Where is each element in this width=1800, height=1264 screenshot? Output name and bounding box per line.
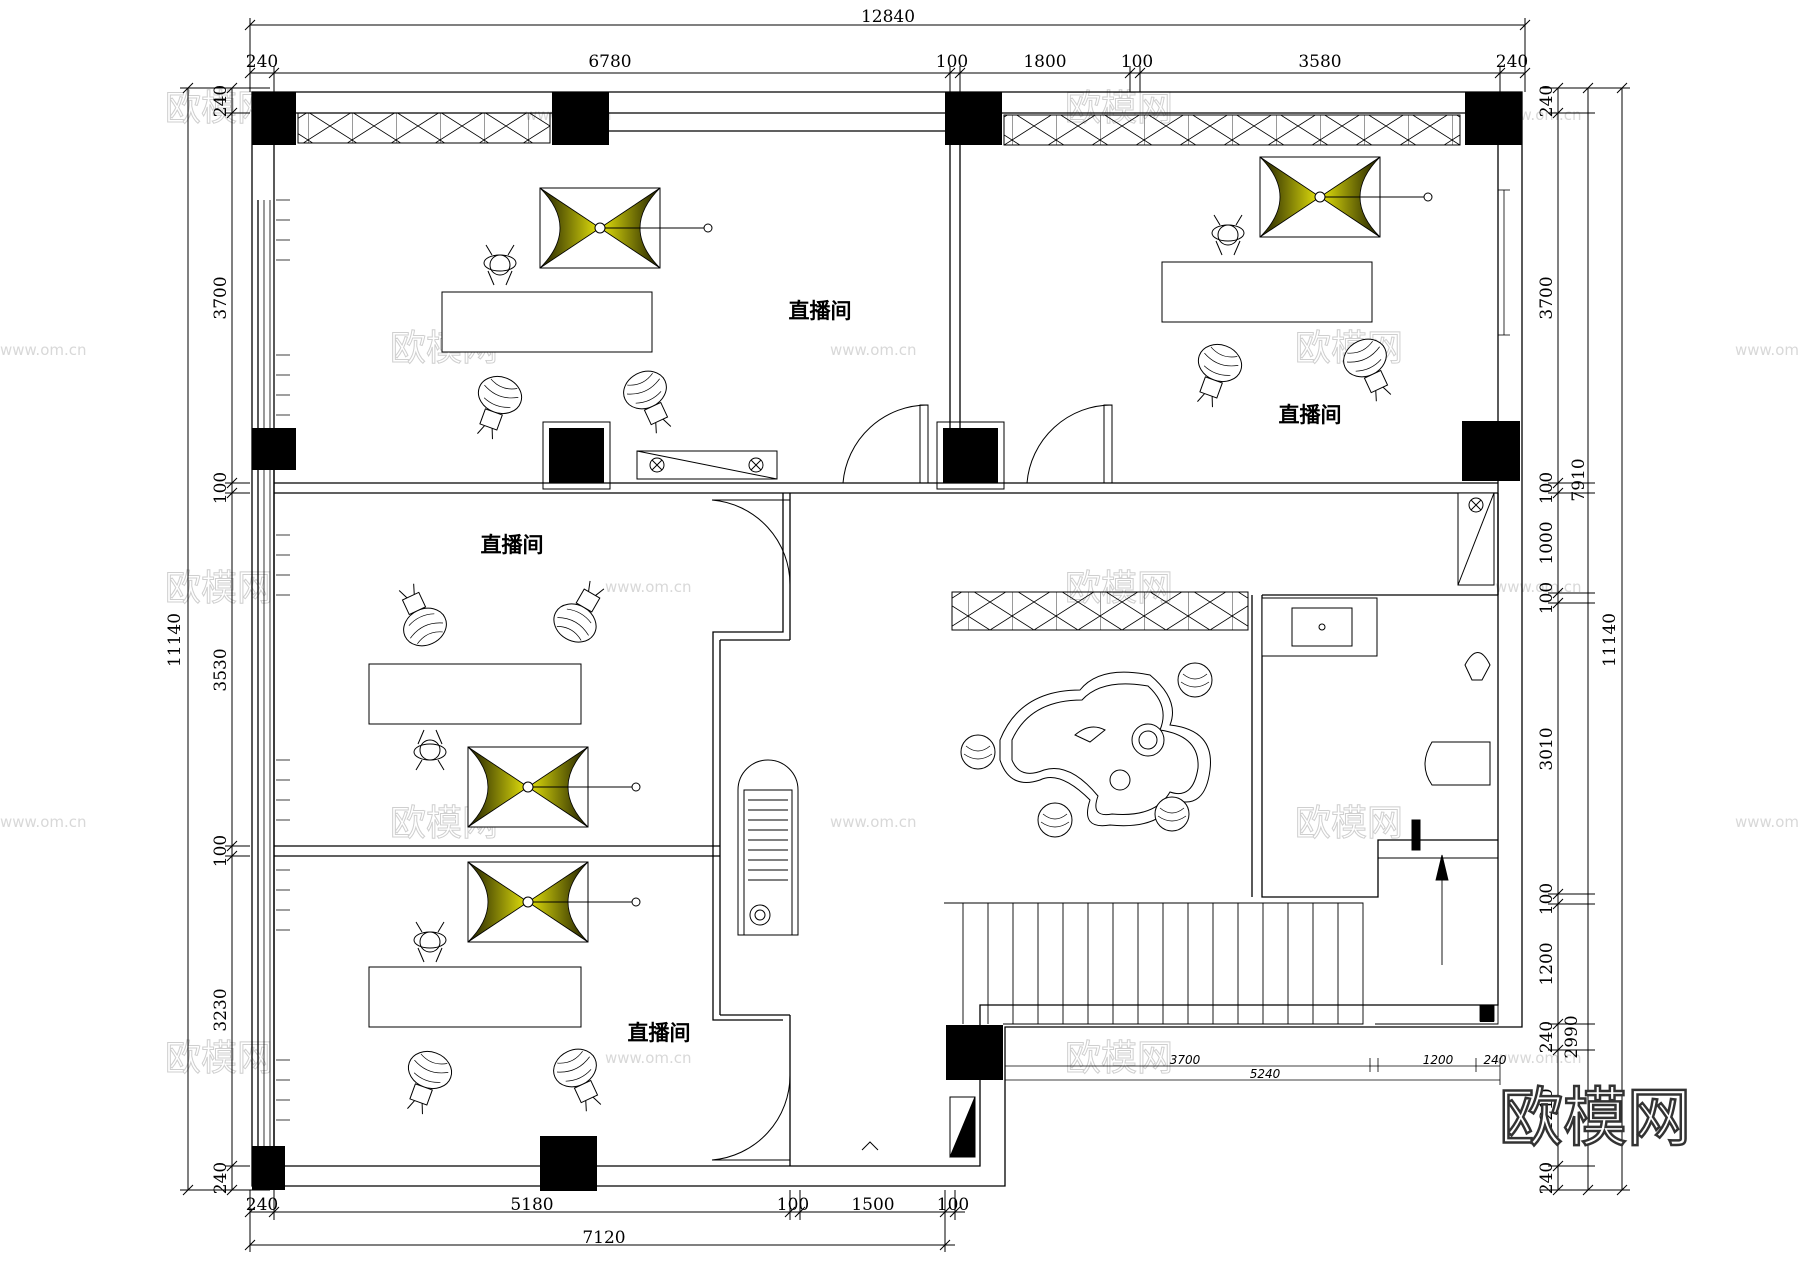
desk (368, 966, 582, 1028)
watermark-url: www.om.cn (1495, 1049, 1582, 1067)
room-label-top-right: 直播间 (1279, 403, 1342, 427)
column-outlines (542, 421, 1005, 490)
dim-right-total: 11140 (1600, 613, 1620, 667)
dim-top-seg: 240 (246, 52, 278, 72)
dim-left-seg: 240 (211, 85, 231, 117)
person-icon (413, 729, 447, 771)
room-label-bottom-left: 直播间 (628, 1021, 691, 1045)
dim-left-seg: 3530 (211, 648, 231, 691)
dim-right-seg: 2990 (1562, 1015, 1582, 1058)
chair-icon (1183, 338, 1248, 413)
dim-right-seg: 240 (1537, 1162, 1557, 1194)
dim-bottom-total: 7120 (582, 1228, 625, 1248)
dim-inner: 240 (1484, 1053, 1507, 1067)
softbox-light-icon (539, 187, 713, 269)
dim-bottom-seg: 5180 (510, 1195, 553, 1215)
chair-icon (546, 1041, 615, 1118)
doors[interactable] (711, 404, 1113, 1161)
watermark-url: www.om.cn (605, 1049, 692, 1067)
watermark-url: www.om.cn (605, 578, 692, 596)
dim-bottom-seg: 100 (777, 1195, 809, 1215)
dim-inner: 3700 (1170, 1053, 1201, 1067)
watermark-brand: 欧模网 (1065, 1038, 1173, 1079)
entrance-marker (861, 1096, 976, 1158)
dim-inner: 5240 (1250, 1067, 1281, 1081)
dim-bottom-seg: 100 (937, 1195, 969, 1215)
softbox-light-icon (1259, 156, 1433, 238)
dim-left-seg: 3700 (211, 276, 231, 319)
dimension-bottom (244, 1190, 965, 1252)
studio-set-bottom-left (368, 861, 641, 1120)
dim-top-seg: 3580 (1298, 52, 1341, 72)
studio-set-mid-left (368, 573, 641, 828)
dim-right-seg: 1000 (1537, 521, 1557, 564)
dim-right-seg: 100 (1537, 883, 1557, 915)
studio-set-top-right (1161, 156, 1433, 413)
ac-unit (636, 450, 778, 480)
softbox-light-icon (467, 746, 641, 828)
dim-top-seg: 6780 (588, 52, 631, 72)
dimension-left (180, 82, 270, 1196)
softbox-light-icon (467, 861, 641, 943)
watermark-url: www.om.cn (1735, 341, 1800, 359)
watermark-url: www.om.cn (830, 341, 917, 359)
desk (1161, 261, 1373, 323)
dim-right-subtotal: 7910 (1569, 458, 1589, 501)
dim-left-seg: 100 (211, 472, 231, 504)
chair-icon (385, 577, 454, 654)
dimension-top (244, 18, 1531, 92)
dim-right-seg: 1210 (1537, 1088, 1557, 1131)
dim-left-seg: 3230 (211, 988, 231, 1031)
watermark-brand: 欧模网 (165, 568, 273, 609)
dim-left-seg: 240 (211, 1162, 231, 1194)
desk (368, 663, 582, 725)
person-icon (483, 244, 517, 286)
dim-top-seg: 100 (1121, 52, 1153, 72)
watermark-brand: 欧模网 (1295, 803, 1403, 844)
dim-right-seg: 3700 (1537, 276, 1557, 319)
dim-top-seg: 100 (936, 52, 968, 72)
dim-right-seg: 3010 (1537, 727, 1557, 770)
chair-icon (463, 370, 528, 445)
person-icon (413, 921, 447, 963)
dim-right-seg: 100 (1537, 472, 1557, 504)
dim-top-seg: 240 (1496, 52, 1528, 72)
dim-right-seg: 1200 (1537, 942, 1557, 985)
watermark-url: www.om.cn (0, 341, 87, 359)
room-label-mid-left: 直播间 (481, 533, 544, 557)
dim-bottom-seg: 240 (246, 1195, 278, 1215)
columns (252, 92, 1522, 1191)
dim-left-total: 11140 (165, 613, 185, 667)
watermark-brand: 欧模网 (165, 1038, 273, 1079)
dim-inner: 1200 (1423, 1053, 1454, 1067)
dim-left-seg: 100 (211, 835, 231, 867)
dim-right-seg: 240 (1537, 1021, 1557, 1053)
chair-icon (616, 363, 685, 440)
windows (297, 112, 1461, 631)
dim-top-total: 12840 (861, 7, 915, 27)
watermark-url: www.om.cn (1735, 813, 1800, 831)
dim-bottom-seg: 1500 (851, 1195, 894, 1215)
dim-right-seg: 100 (1537, 582, 1557, 614)
rockery-tea-area (960, 662, 1213, 838)
brand-logo: 欧模网 (1499, 1082, 1691, 1156)
room-label-top-left: 直播间 (789, 299, 852, 323)
watermark-url: www.om.cn (0, 813, 87, 831)
chair-icon (393, 1045, 458, 1120)
toilet-fixtures (1261, 492, 1495, 851)
staircase (944, 854, 1499, 1025)
studio-set-top-left (441, 187, 713, 445)
left-window-detail (263, 189, 1510, 1150)
desk (441, 291, 653, 353)
watermark-url: www.om.cn (830, 813, 917, 831)
person-icon (1211, 214, 1245, 256)
corridor-cabinet (737, 759, 799, 936)
dimension-right (1540, 82, 1630, 1196)
dim-top-seg: 1800 (1023, 52, 1066, 72)
dim-right-seg: 240 (1537, 85, 1557, 117)
